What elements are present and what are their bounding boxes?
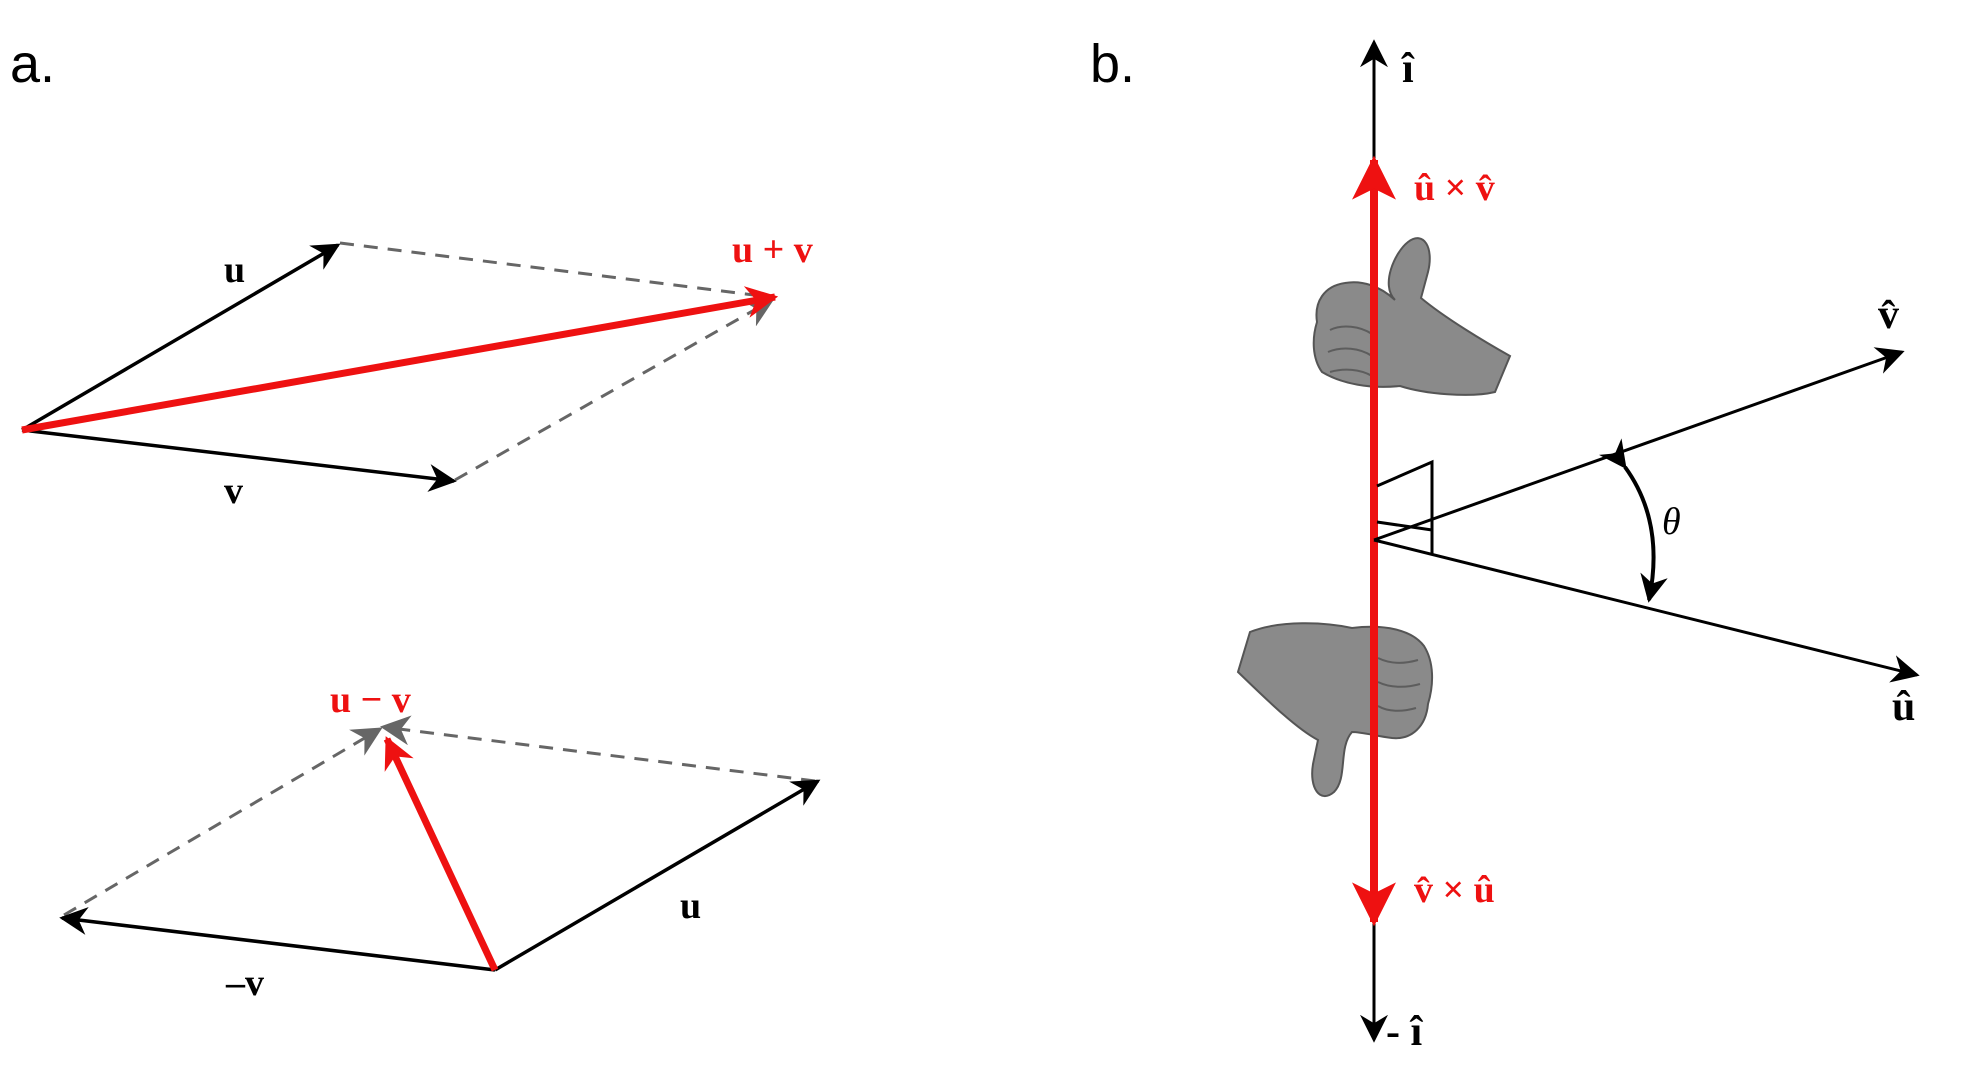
panel-b-label: b. [1090, 34, 1135, 94]
vector-difference-figure: u − v –v u [59, 679, 821, 1004]
sum-label: u + v [732, 229, 813, 271]
vector-v-arrow [21, 428, 457, 492]
neg-v-label: –v [225, 962, 264, 1004]
panel-a-label: a. [10, 34, 55, 94]
vector-u-arrow-diff [494, 779, 821, 972]
u-hat-arrow [1373, 538, 1920, 683]
axis-bottom-label: - î [1386, 1009, 1423, 1055]
u-label: u [224, 249, 245, 291]
dashed-u-translate [339, 241, 771, 299]
vector-sum-figure: u v u + v [21, 229, 813, 512]
u-hat-label: û [1892, 684, 1915, 730]
vector-neg-v-arrow [59, 907, 496, 972]
u-label-diff: u [680, 885, 701, 927]
theta-arc [1598, 438, 1668, 603]
v-hat-label: v̂ [1878, 292, 1899, 338]
dashed-v-translate [454, 298, 775, 482]
difference-label: u − v [330, 679, 411, 721]
theta-label: θ [1662, 501, 1681, 543]
vector-sum-arrow [21, 286, 779, 434]
thumbs-up-hand-icon [1312, 237, 1512, 396]
vector-u-arrow [21, 243, 341, 432]
v-label: v [224, 470, 243, 512]
cross-down-label: v̂ × û [1414, 869, 1495, 911]
dashed-u-translate-diff [63, 727, 383, 917]
right-angle-marker [1376, 459, 1434, 555]
vector-difference-arrow [383, 736, 499, 972]
dashed-neg-v-translate [380, 715, 816, 783]
thumbs-down-hand-icon [1236, 622, 1434, 798]
axis-top-label: î [1401, 46, 1415, 92]
cross-up-label: û × v̂ [1414, 167, 1495, 209]
